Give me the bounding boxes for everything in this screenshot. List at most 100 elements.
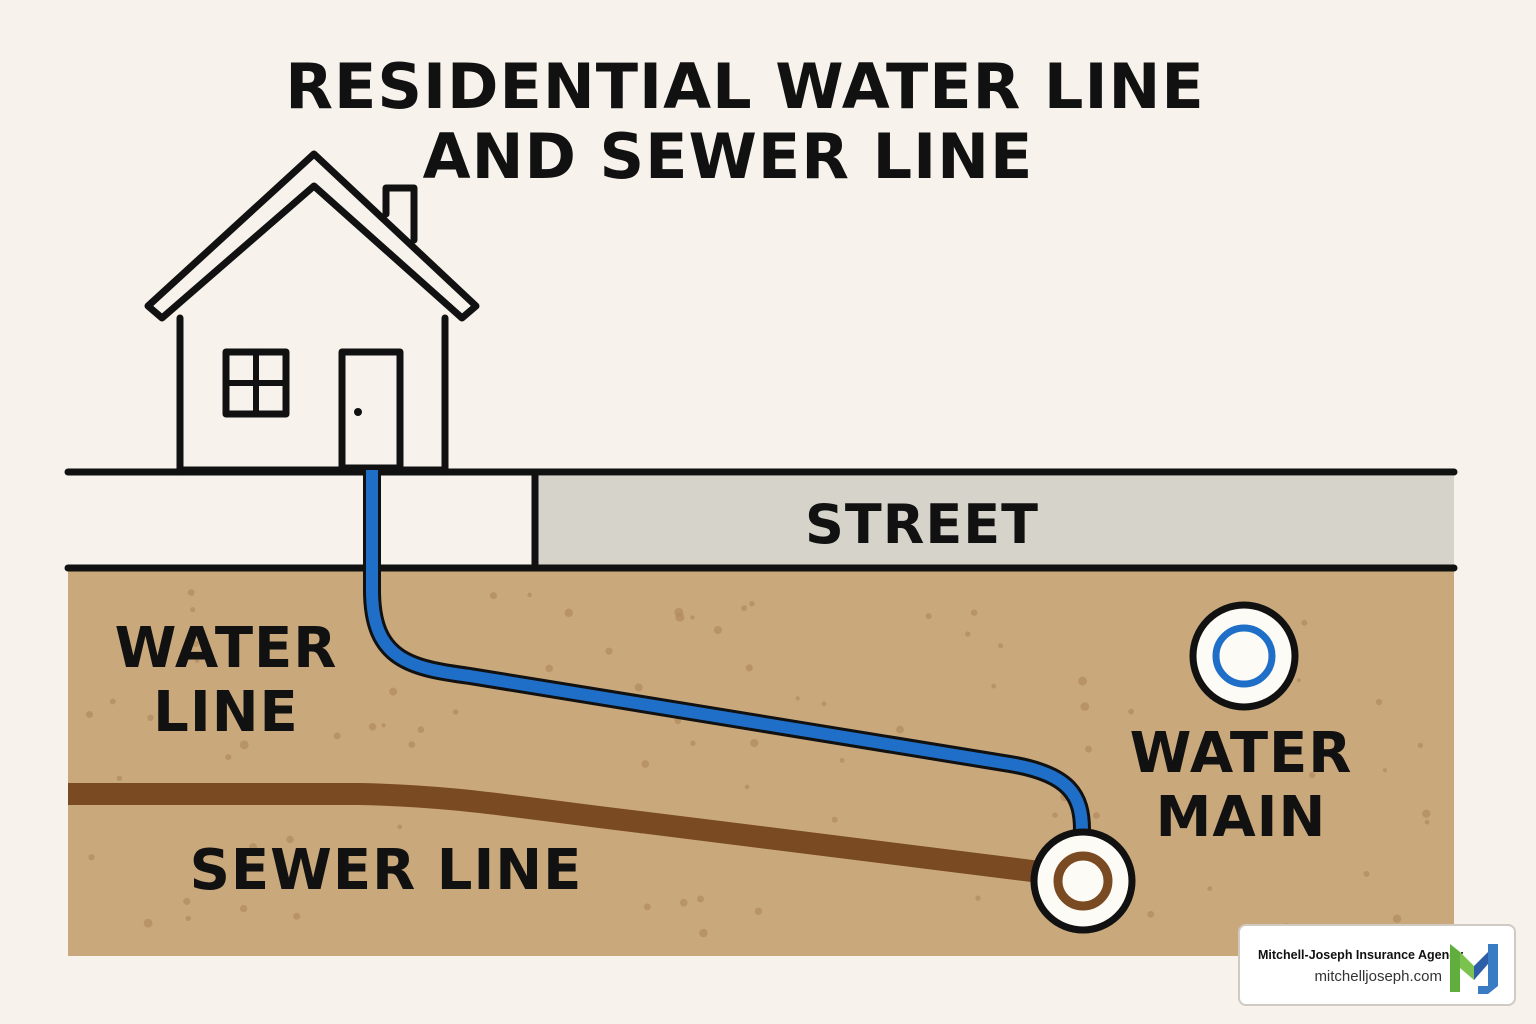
- soil-speck: [674, 607, 684, 617]
- soil-speck: [393, 848, 400, 855]
- sewer-pipe: [68, 783, 1042, 883]
- soil-speck: [1093, 812, 1100, 819]
- soil-speck: [399, 850, 405, 855]
- soil-speck: [397, 824, 403, 830]
- soil-speck: [1422, 809, 1431, 818]
- soil-speck: [417, 726, 425, 733]
- soil-speck: [991, 683, 997, 689]
- water-line-label-2: LINE: [153, 680, 299, 745]
- logo-j-stem: [1478, 944, 1498, 994]
- soil-speck: [187, 589, 195, 596]
- soil-speck: [109, 698, 116, 705]
- soil-speck: [1052, 812, 1058, 818]
- sewer-main-inner: [1053, 851, 1113, 911]
- soil-speck: [1309, 772, 1316, 779]
- agency-badge: Mitchell-Joseph Insurance Agency mitchel…: [1238, 924, 1516, 1006]
- soil-speck: [839, 758, 845, 763]
- logo-j-top: [1474, 952, 1488, 980]
- water-main-label-1: WATER: [1130, 721, 1353, 786]
- title-line-1: RESIDENTIAL WATER LINE: [285, 50, 1205, 123]
- soil-speck: [225, 754, 232, 761]
- soil-speck: [1128, 708, 1134, 715]
- soil-speck: [490, 592, 497, 600]
- soil-speck: [998, 643, 1004, 649]
- soil-speck: [699, 928, 708, 938]
- soil-speck: [1279, 751, 1285, 758]
- soil-speck: [147, 714, 154, 721]
- soil-speck: [1147, 910, 1155, 918]
- soil-speck: [697, 895, 704, 903]
- house: [144, 150, 480, 474]
- soil-speck: [745, 664, 753, 672]
- soil-speck: [381, 723, 386, 728]
- street-label: STREET: [805, 493, 1039, 556]
- soil-speck: [1085, 745, 1092, 753]
- soil-speck: [333, 732, 341, 740]
- soil-speck: [1296, 678, 1301, 683]
- water-main-inner: [1212, 624, 1276, 688]
- title-line-2: AND SEWER LINE: [423, 120, 1034, 193]
- soil-speck: [408, 741, 416, 748]
- agency-logo-icon: [1450, 944, 1498, 994]
- soil-speck: [1363, 870, 1370, 877]
- soil-speck: [183, 897, 191, 905]
- soil-speck: [88, 854, 95, 861]
- soil-speck: [389, 687, 398, 696]
- soil-speck: [795, 696, 800, 701]
- soil-speck: [975, 895, 981, 901]
- soil-speck: [263, 642, 268, 647]
- soil-speck: [643, 903, 651, 911]
- soil-speck: [965, 631, 971, 637]
- street-slab: [535, 476, 1454, 567]
- soil-speck: [293, 912, 301, 920]
- soil-speck: [925, 613, 932, 620]
- soil-speck: [680, 898, 688, 907]
- soil-speck: [821, 701, 827, 707]
- soil-speck: [1382, 768, 1387, 773]
- soil-speck: [116, 775, 123, 781]
- soil-speck: [749, 601, 755, 607]
- agency-website: mitchelljoseph.com: [1314, 968, 1442, 985]
- soil-speck: [741, 605, 747, 611]
- soil-speck: [1078, 676, 1087, 686]
- soil-speck: [239, 904, 248, 913]
- soil-speck: [239, 740, 249, 750]
- agency-name: Mitchell-Joseph Insurance Agency: [1258, 948, 1464, 962]
- soil-speck: [1375, 698, 1383, 706]
- soil-speck: [86, 711, 93, 718]
- soil-speck: [1080, 702, 1090, 711]
- water-service-pipe-fill: [366, 470, 1088, 831]
- soil-speck: [190, 607, 196, 613]
- soil-speck: [1311, 797, 1318, 804]
- soil-speck: [452, 709, 459, 715]
- soil-speck: [249, 843, 258, 852]
- logo-m-middle: [1460, 952, 1474, 980]
- soil-speck: [545, 664, 553, 673]
- soil-speck: [605, 647, 613, 655]
- sewer-line-label: SEWER LINE: [190, 838, 583, 903]
- soil-speck: [185, 915, 191, 922]
- soil-speck: [1424, 819, 1430, 825]
- door-knob: [354, 408, 362, 416]
- house-walls: [176, 314, 449, 474]
- soil-speck: [368, 723, 377, 731]
- soil-speck: [286, 835, 294, 844]
- water-line-label-1: WATER: [115, 616, 338, 681]
- chimney: [382, 184, 418, 244]
- soil-speck: [1392, 914, 1402, 923]
- soil-speck: [690, 740, 696, 746]
- soil-speck: [443, 856, 452, 866]
- soil-speck: [192, 640, 199, 647]
- soil-speck: [896, 725, 904, 734]
- house-roof: [144, 150, 480, 322]
- soil-speck: [970, 609, 978, 616]
- soil-speck: [641, 760, 650, 768]
- soil-speck: [713, 626, 722, 634]
- soil-speck: [564, 608, 573, 617]
- soil-speck: [690, 615, 695, 620]
- soil-speck: [527, 592, 532, 598]
- soil-speck: [831, 816, 838, 823]
- soil-speck: [754, 907, 763, 915]
- logo-m-left: [1450, 944, 1460, 992]
